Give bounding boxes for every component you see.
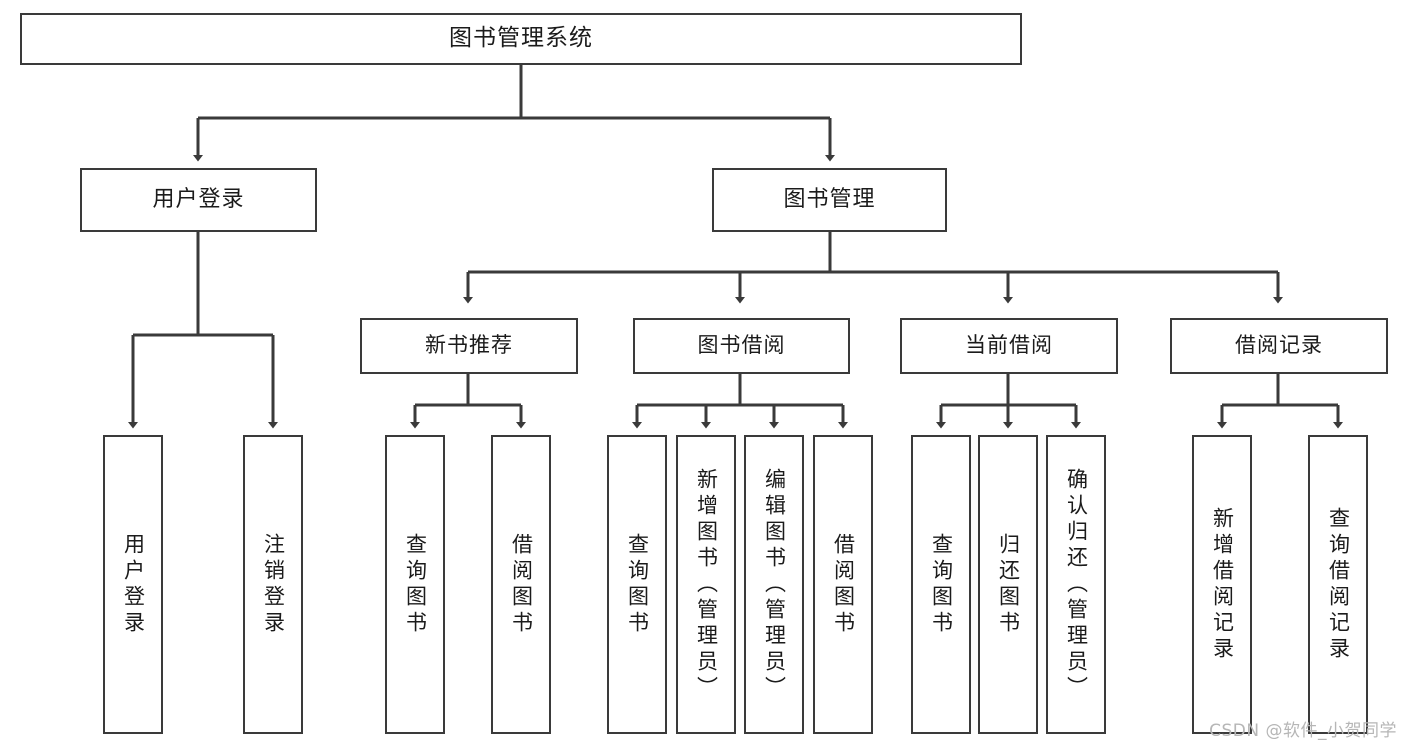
leaf-book-borrow-edit-book-admin[interactable]: 编辑图书（管理员） [744,435,804,734]
leaf-new-book-query-book[interactable]: 查询图书 [385,435,445,734]
node-label: 新增图书（管理员） [694,467,719,702]
node-label: 图书管理系统 [449,25,593,52]
watermark-text: CSDN @软件_小贺同学 [1209,721,1397,741]
node-label: 编辑图书（管理员） [762,467,787,702]
node-label: 注销登录 [261,532,286,637]
leaf-borrow-record-add-record[interactable]: 新增借阅记录 [1192,435,1252,734]
edge-group-new-book [410,374,526,429]
node-library-management-system[interactable]: 图书管理系统 [20,13,1022,65]
leaf-current-borrow-return-book[interactable]: 归还图书 [978,435,1038,734]
leaf-book-borrow-query-book[interactable]: 查询图书 [607,435,667,734]
node-book-management[interactable]: 图书管理 [712,168,947,232]
leaf-book-borrow-borrow-book[interactable]: 借阅图书 [813,435,873,734]
node-label: 借阅记录 [1235,333,1323,358]
node-borrowing-record[interactable]: 借阅记录 [1170,318,1388,374]
node-label: 借阅图书 [831,532,856,637]
node-label: 新书推荐 [425,333,513,358]
leaf-user-login-logout[interactable]: 注销登录 [243,435,303,734]
node-label: 查询图书 [929,532,954,637]
leaf-user-login-login[interactable]: 用户登录 [103,435,163,734]
node-label: 图书借阅 [697,333,786,358]
node-label: 用户登录 [121,532,146,637]
edge-group-user-login [128,232,278,429]
edge-group-borrow-record [1217,374,1343,429]
node-label: 查询图书 [403,532,428,637]
node-label: 用户登录 [152,186,245,212]
leaf-current-borrow-query-book[interactable]: 查询图书 [911,435,971,734]
leaf-borrow-record-query-record[interactable]: 查询借阅记录 [1308,435,1368,734]
leaf-current-borrow-confirm-return-admin[interactable]: 确认归还（管理员） [1046,435,1106,734]
node-user-login[interactable]: 用户登录 [80,168,317,232]
node-label: 确认归还（管理员） [1064,467,1089,702]
leaf-book-borrow-add-book-admin[interactable]: 新增图书（管理员） [676,435,736,734]
node-label: 新增借阅记录 [1210,506,1235,663]
node-book-borrowing[interactable]: 图书借阅 [633,318,850,374]
node-label: 查询图书 [625,532,650,637]
node-label: 查询借阅记录 [1326,506,1351,663]
leaf-new-book-borrow-book[interactable]: 借阅图书 [491,435,551,734]
edge-group-book-manage [463,232,1283,304]
node-label: 借阅图书 [509,532,534,637]
node-label: 图书管理 [783,186,876,212]
edge-group-book-borrow [632,374,848,429]
node-new-book-recommendation[interactable]: 新书推荐 [360,318,578,374]
node-label: 归还图书 [996,532,1021,637]
node-label: 当前借阅 [965,333,1053,358]
node-current-borrowing[interactable]: 当前借阅 [900,318,1118,374]
edge-group-root [193,65,835,162]
edge-group-current-borrow [936,374,1081,429]
